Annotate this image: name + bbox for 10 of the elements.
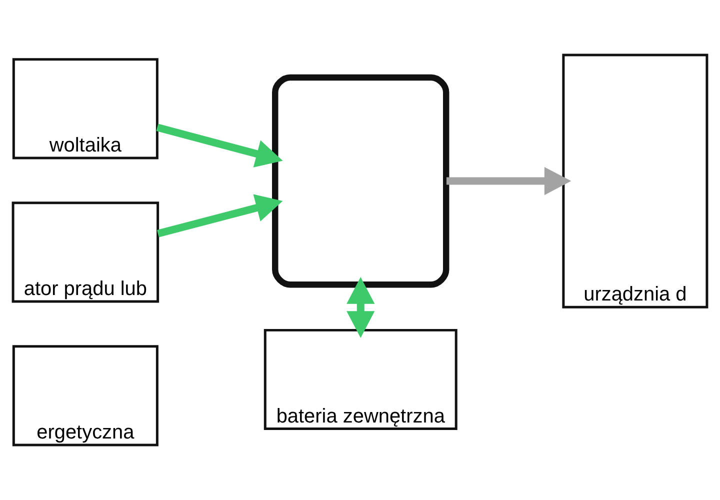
- node-box: [272, 74, 450, 288]
- arrow: [156, 124, 283, 168]
- node-box: woltaika: [12, 58, 158, 160]
- node-box: ator prądu lub: [12, 202, 160, 303]
- arrow: [446, 167, 572, 196]
- arrow: [157, 194, 283, 238]
- node-box: bateria zewnętrzna: [264, 328, 458, 430]
- arrow: [346, 277, 375, 338]
- node-box: urządznia d: [562, 54, 708, 308]
- node-box: ergetyczna: [12, 345, 158, 446]
